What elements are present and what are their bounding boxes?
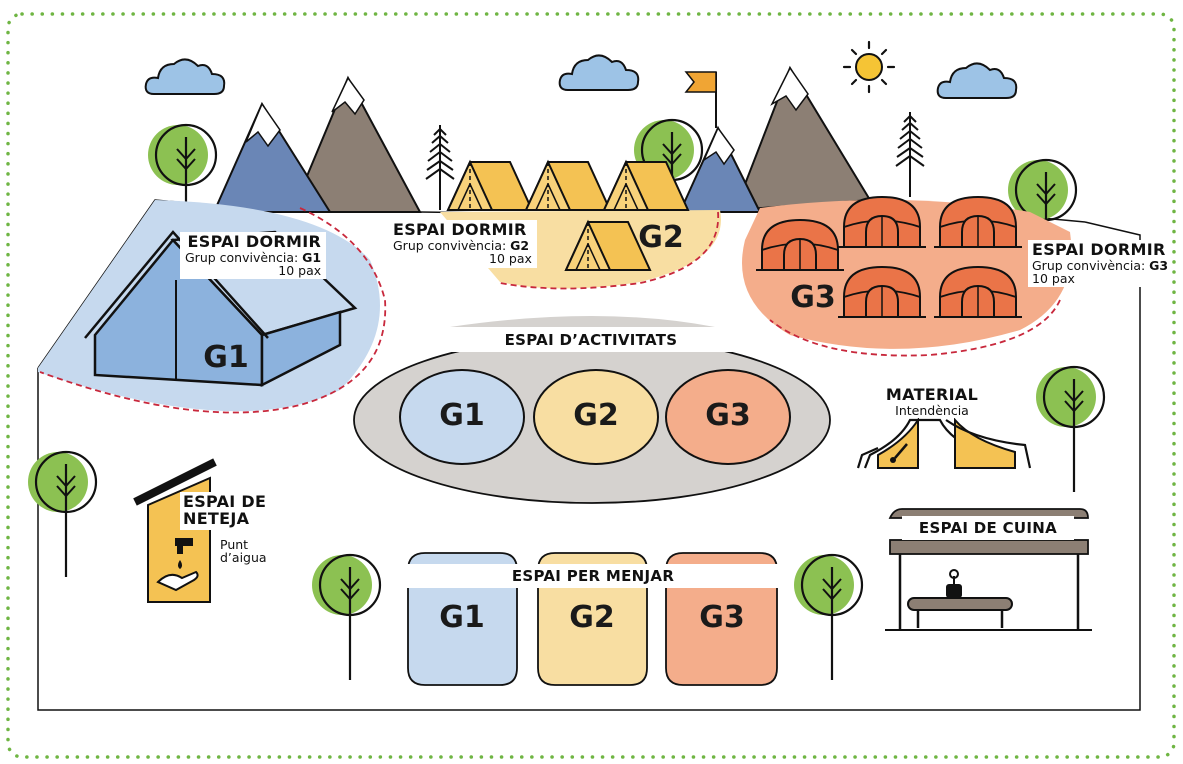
tent-icon [525, 161, 611, 211]
pine-tree-icon [425, 124, 455, 211]
kitchen-shelter [885, 508, 1092, 631]
sleep-g3-group: G3 [1149, 257, 1169, 273]
dotted-border [6, 12, 1176, 759]
camp-boundary [37, 221, 1141, 711]
activities-title: ESPAI D’ACTIVITATS [438, 328, 744, 352]
cleaning-title-2: NETEJA [183, 508, 250, 528]
activity-g1-label: G1 [439, 398, 485, 433]
cloud-icon [936, 62, 1018, 100]
sleep-g2-group-prefix: Grup convivència: [393, 237, 511, 253]
cleaning-label: ESPAI DE NETEJA [180, 492, 270, 530]
kitchen-title: ESPAI DE CUINA [902, 516, 1074, 540]
sleep-g3-label: ESPAI DORMIR Grup convivència: G3 10 pax [1028, 240, 1173, 288]
sleep-g2-badge: G2 [638, 220, 684, 255]
activity-g2-label: G2 [573, 398, 619, 433]
cleaning-sub-label: Punt d’aigua [218, 537, 269, 566]
cleaning-sub-1: Punt [220, 537, 249, 552]
sleep-g1-pax: 10 pax [278, 262, 322, 278]
sleep-g1-group: G1 [302, 249, 322, 265]
sleep-g2-label: ESPAI DORMIR Grup convivència: G2 10 pax [388, 220, 537, 269]
sleep-g3-title: ESPAI DORMIR [1032, 240, 1166, 259]
mountain-icon [678, 65, 872, 213]
stove-icon [946, 569, 962, 598]
activity-g2 [533, 369, 659, 465]
cloud-icon [558, 54, 640, 92]
eating-title: ESPAI PER MENJAR [402, 564, 784, 588]
sleep-g1-label: ESPAI DORMIR Grup convivència: G1 10 pax [180, 232, 327, 280]
sleep-g1-title: ESPAI DORMIR [187, 232, 322, 251]
mountain-icon [212, 75, 422, 213]
sleep-g2-title: ESPAI DORMIR [393, 220, 527, 239]
sleep-g2-group: G2 [510, 237, 530, 253]
sun-icon [842, 40, 896, 94]
pine-tree-icon [895, 111, 925, 198]
material-tent-icon [856, 416, 1032, 469]
tent-icon [447, 161, 533, 211]
cleaning-title-1: ESPAI DE [183, 492, 267, 511]
tree-icon [792, 553, 864, 682]
tap-icon [156, 538, 199, 592]
cloud-icon [144, 58, 226, 96]
sleep-g3-badge: G3 [790, 280, 836, 315]
activity-g3 [665, 369, 791, 465]
sleep-g3-group-prefix: Grup convivència: [1032, 257, 1150, 273]
activity-g1 [399, 369, 525, 465]
cleaning-hut [133, 458, 217, 603]
material-title: MATERIAL [885, 385, 979, 404]
cleaning-sub-2: d’aigua [220, 550, 267, 566]
brush-icon [890, 443, 908, 463]
activity-g3-label: G3 [705, 398, 751, 433]
sleep-g2-pax: 10 pax [489, 250, 532, 266]
eating-g2-label: G2 [569, 600, 615, 635]
sleep-g1-group-prefix: Grup convivència: [185, 249, 303, 265]
flag-icon [684, 71, 717, 128]
tree-icon [1034, 365, 1106, 494]
eating-g3-label: G3 [699, 600, 745, 635]
material-label: MATERIAL Intendència [882, 386, 982, 418]
eating-g1-label: G1 [439, 600, 485, 635]
sleep-g1-badge: G1 [203, 340, 249, 375]
sleep-g3-pax: 10 pax [1032, 270, 1075, 286]
tree-icon [310, 553, 382, 682]
material-subtitle: Intendència [895, 402, 969, 418]
